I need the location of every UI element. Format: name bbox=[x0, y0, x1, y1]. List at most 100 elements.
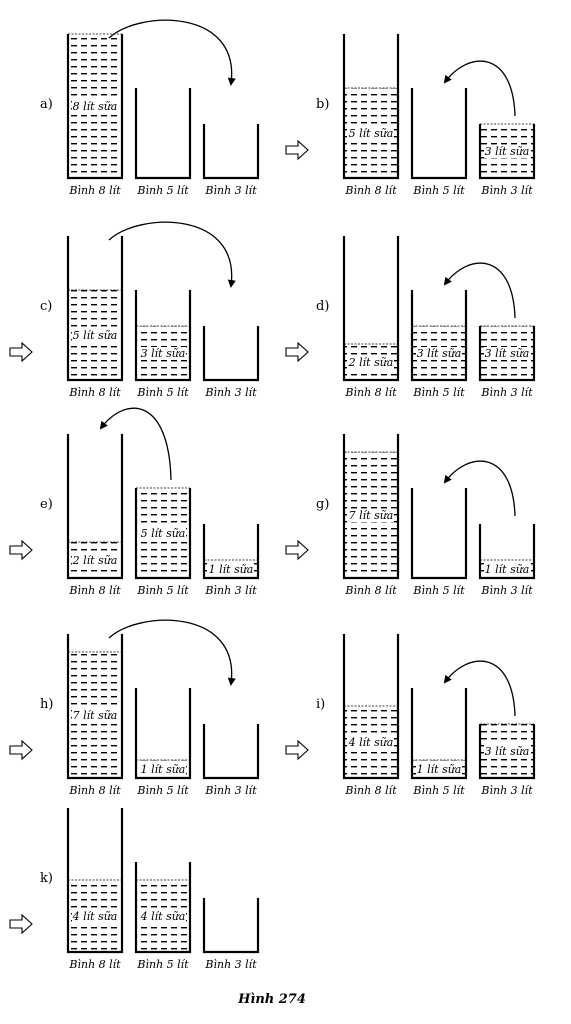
pour-arrow-icon bbox=[443, 460, 516, 517]
container-outline bbox=[202, 124, 260, 180]
container-outline bbox=[478, 524, 536, 580]
container-outline bbox=[202, 326, 260, 382]
milk-amount-label: 4 lít sữa bbox=[72, 910, 118, 923]
container: Bình 5 lít bbox=[410, 88, 468, 197]
milk-amount-label: 8 lít sữa bbox=[73, 100, 118, 113]
container-name: Bình 3 lít bbox=[204, 584, 257, 597]
milk-label-bg bbox=[348, 509, 394, 522]
container-outline bbox=[478, 326, 536, 382]
milk-label-bg bbox=[72, 910, 118, 923]
step-label: k) bbox=[40, 871, 53, 886]
milk-amount-label: 2 lít sữa bbox=[72, 554, 118, 567]
milk-amount-label: 1 lít sữa bbox=[209, 563, 254, 576]
milk-label-bg bbox=[72, 554, 118, 567]
container: Bình 3 lít bbox=[202, 326, 260, 399]
milk-label-bg bbox=[484, 745, 530, 758]
milk-label-bg bbox=[140, 763, 186, 776]
milk-label-bg bbox=[348, 356, 394, 369]
milk-amount-label: 3 lít sữa bbox=[485, 347, 530, 360]
figure-caption: Hình 274 bbox=[237, 992, 306, 1007]
container-name: Bình 5 lít bbox=[136, 958, 189, 971]
milk-label-bg bbox=[348, 127, 394, 140]
step-label: a) bbox=[40, 97, 53, 112]
milk-amount-label: 5 lít sữa bbox=[349, 127, 394, 140]
container-name: Bình 8 lít bbox=[344, 784, 397, 797]
container-name: Bình 5 lít bbox=[412, 784, 465, 797]
container-name: Bình 3 lít bbox=[204, 184, 257, 197]
container-name: Bình 3 lít bbox=[204, 958, 257, 971]
transition-arrow-icon bbox=[9, 913, 33, 935]
milk-label-bg bbox=[72, 329, 118, 342]
container: Bình 3 lít bbox=[202, 898, 260, 971]
milk-amount-label: 1 lít sữa bbox=[485, 563, 530, 576]
container-outline bbox=[202, 724, 260, 780]
container-outline bbox=[134, 88, 192, 180]
transition-arrow-icon bbox=[285, 341, 309, 363]
container-outline bbox=[342, 236, 400, 382]
milk-label-bg bbox=[348, 736, 394, 749]
pour-arrow-icon bbox=[108, 19, 236, 86]
container-name: Bình 3 lít bbox=[480, 386, 533, 399]
container-name: Bình 8 lít bbox=[68, 184, 121, 197]
transition-arrow-icon bbox=[285, 739, 309, 761]
container-name: Bình 8 lít bbox=[68, 584, 121, 597]
milk-label-bg bbox=[416, 763, 462, 776]
pour-arrow-icon bbox=[443, 60, 516, 117]
container-outline bbox=[66, 34, 124, 180]
pour-arrow-icon bbox=[108, 619, 236, 686]
container-outline bbox=[66, 434, 124, 580]
milk-amount-label: 1 lít sữa bbox=[417, 763, 462, 776]
container-outline bbox=[66, 808, 124, 954]
step-label: h) bbox=[40, 697, 53, 712]
container-outline bbox=[410, 290, 468, 382]
container-name: Bình 3 lít bbox=[480, 784, 533, 797]
container-name: Bình 8 lít bbox=[68, 784, 121, 797]
container-outline bbox=[134, 862, 192, 954]
container-outline bbox=[66, 634, 124, 780]
milk-amount-label: 3 lít sữa bbox=[485, 145, 530, 158]
milk-label-bg bbox=[208, 563, 254, 576]
container-outline bbox=[342, 34, 400, 180]
container-name: Bình 5 lít bbox=[412, 584, 465, 597]
container-outline bbox=[410, 488, 468, 580]
milk-amount-label: 1 lít sữa bbox=[141, 763, 186, 776]
milk-label-bg bbox=[140, 347, 186, 360]
milk-label-bg bbox=[72, 709, 118, 722]
container-name: Bình 5 lít bbox=[136, 386, 189, 399]
container: Bình 5 lít bbox=[134, 88, 192, 197]
container-name: Bình 5 lít bbox=[412, 386, 465, 399]
transition-arrow-icon bbox=[9, 341, 33, 363]
pour-arrow-icon bbox=[443, 660, 516, 717]
container-outline bbox=[478, 724, 536, 780]
container-name: Bình 3 lít bbox=[204, 784, 257, 797]
container-outline bbox=[202, 524, 260, 580]
container: Bình 3 lít bbox=[202, 124, 260, 197]
container-name: Bình 3 lít bbox=[480, 584, 533, 597]
container-name: Bình 8 lít bbox=[344, 584, 397, 597]
milk-label-bg bbox=[72, 100, 118, 113]
container-outline bbox=[478, 124, 536, 180]
milk-label-bg bbox=[484, 145, 530, 158]
milk-label-bg bbox=[484, 347, 530, 360]
milk-amount-label: 5 lít sữa bbox=[141, 527, 186, 540]
milk-amount-label: 2 lít sữa bbox=[348, 356, 394, 369]
